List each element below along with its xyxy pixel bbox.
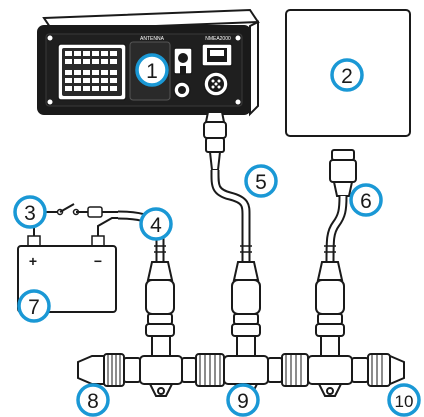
callout-9: 9 — [226, 383, 260, 417]
callout-8: 8 — [76, 383, 110, 417]
drop-cable-5 — [203, 111, 252, 262]
svg-text:9: 9 — [237, 390, 249, 413]
callout-6: 6 — [349, 183, 383, 217]
svg-text:3: 3 — [24, 202, 36, 225]
callout-10: 10 — [387, 383, 421, 417]
svg-text:1: 1 — [146, 60, 158, 83]
callout-4: 4 — [139, 207, 173, 241]
callout-3: 3 — [13, 195, 47, 229]
svg-text:10: 10 — [395, 392, 414, 411]
callout-7: 7 — [17, 289, 51, 323]
drop-cable-6 — [324, 149, 357, 263]
battery-positive-label: + — [29, 253, 37, 269]
callout-1: 1 — [135, 53, 169, 87]
svg-text:8: 8 — [87, 390, 99, 413]
svg-text:5: 5 — [255, 171, 267, 194]
multi-pin-connector — [57, 43, 127, 101]
svg-text:7: 7 — [28, 296, 40, 319]
svg-text:6: 6 — [360, 190, 372, 213]
battery-negative-label: − — [94, 253, 102, 269]
svg-text:2: 2 — [341, 65, 353, 88]
callout-2: 2 — [330, 58, 364, 92]
callout-5: 5 — [244, 164, 278, 198]
nmea-port-label: NMEA2000 — [205, 36, 231, 42]
callouts: 1 2 3 4 5 6 7 8 — [13, 53, 421, 417]
svg-text:4: 4 — [150, 214, 162, 237]
drop-connectors — [145, 261, 345, 337]
antenna-port-label: ANTENNA — [140, 36, 165, 42]
